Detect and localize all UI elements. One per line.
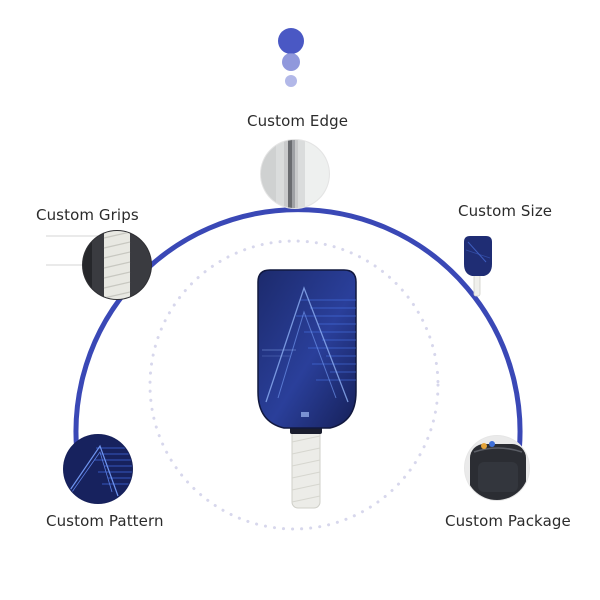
decorative-dots [278,28,304,87]
small-paddle-icon [464,236,492,297]
paddle-edge-closeup-icon [260,139,330,209]
dot-large [278,28,304,54]
pattern-closeup-icon [63,434,133,504]
label-custom-grips: Custom Grips [36,206,139,224]
dotted-ring [148,239,440,531]
pickleball-paddle-icon [257,269,357,509]
label-custom-size: Custom Size [458,202,553,220]
label-custom-package: Custom Package [445,512,571,530]
dot-small [285,75,297,87]
label-custom-edge: Custom Edge [247,112,349,130]
paddle-bag-icon [464,435,530,501]
label-custom-pattern: Custom Pattern [46,512,164,530]
dot-medium [282,53,300,71]
outer-arc [73,207,523,471]
grip-wrap-closeup-icon [82,230,152,300]
